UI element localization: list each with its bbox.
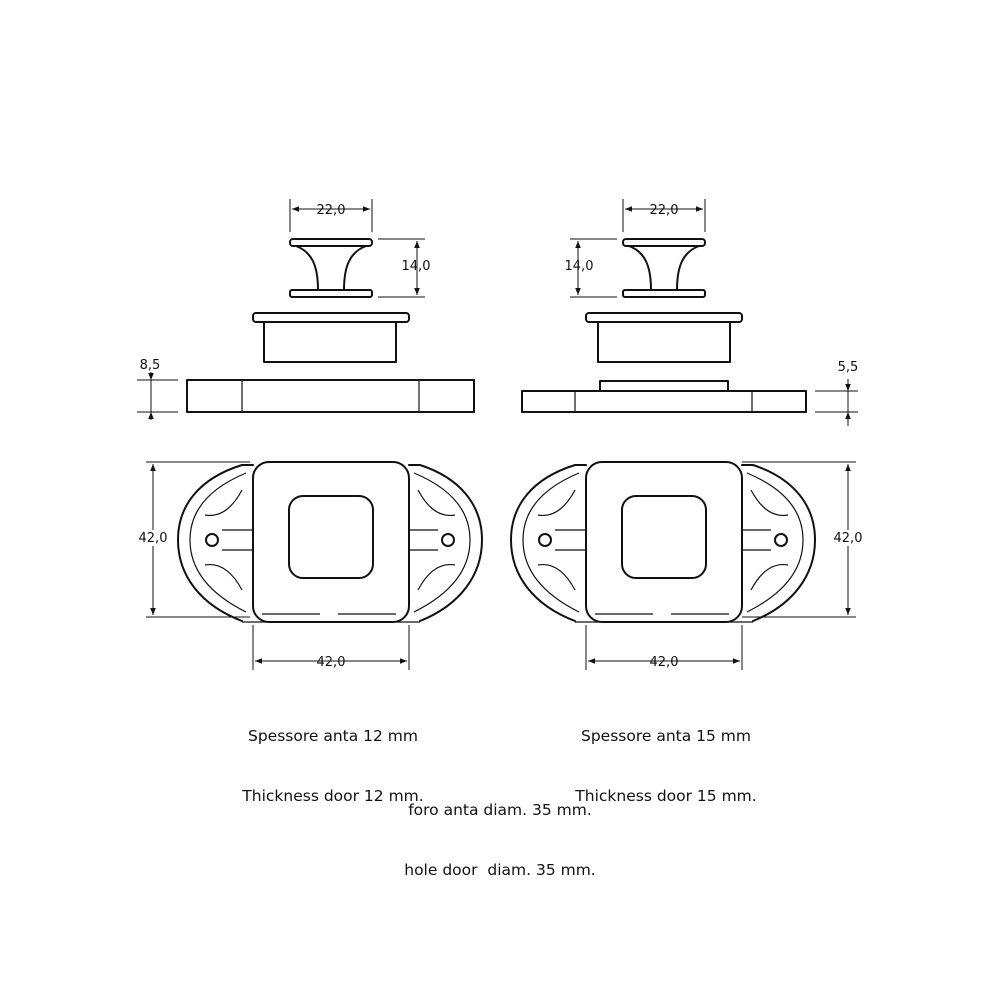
left-knob-height-dimension: 14,0	[378, 238, 431, 298]
left-plan-view	[177, 461, 483, 623]
footer-note-en: hole door diam. 35 mm.	[404, 861, 596, 879]
right-caption-en: Thickness door 15 mm.	[575, 787, 757, 805]
left-plan-height-dimension: 42,0	[136, 461, 250, 618]
footer-note: foro anta diam. 35 mm. hole door diam. 3…	[375, 760, 625, 900]
right-knob-height-label: 14,0	[565, 259, 594, 274]
right-caption: Spessore anta 15 mm Thickness door 15 mm…	[561, 686, 771, 826]
right-plan-view	[510, 461, 816, 623]
left-base-plate	[186, 379, 475, 413]
right-knob	[622, 238, 706, 298]
right-plan-height-dimension: 42,0	[742, 461, 865, 618]
left-knob-width-label: 22,0	[317, 203, 346, 218]
right-knob-height-dimension: 14,0	[565, 238, 617, 298]
footer-note-it: foro anta diam. 35 mm.	[408, 801, 592, 819]
right-plan-width-dimension: 42,0	[585, 625, 743, 670]
left-plan-height-label: 42,0	[139, 531, 168, 546]
right-plate-thickness-dimension: 5,5	[815, 360, 858, 426]
left-knob-height-label: 14,0	[402, 259, 431, 274]
left-variant: 22,0 14,0 8,5	[136, 199, 483, 670]
left-caption-en: Thickness door 12 mm.	[242, 787, 424, 805]
right-caption-it: Spessore anta 15 mm	[580, 727, 751, 745]
left-plan-width-dimension: 42,0	[252, 625, 410, 670]
right-plate-thickness-label: 5,5	[838, 360, 859, 375]
left-plate-thickness-label: 8,5	[140, 358, 161, 373]
left-housing	[252, 312, 410, 363]
left-knob-width-dimension: 22,0	[289, 199, 373, 232]
right-variant: 22,0 14,0 5,5	[510, 199, 865, 670]
right-plan-width-label: 42,0	[650, 655, 679, 670]
left-knob	[289, 238, 373, 298]
left-caption-it: Spessore anta 12 mm	[247, 727, 418, 745]
right-knob-width-label: 22,0	[650, 203, 679, 218]
left-plan-width-label: 42,0	[317, 655, 346, 670]
left-caption: Spessore anta 12 mm Thickness door 12 mm…	[228, 686, 438, 826]
right-base-plate	[521, 380, 807, 413]
right-knob-width-dimension: 22,0	[622, 199, 706, 232]
left-plate-thickness-dimension: 8,5	[137, 358, 178, 420]
right-plan-height-label: 42,0	[834, 531, 863, 546]
right-housing	[585, 312, 743, 363]
